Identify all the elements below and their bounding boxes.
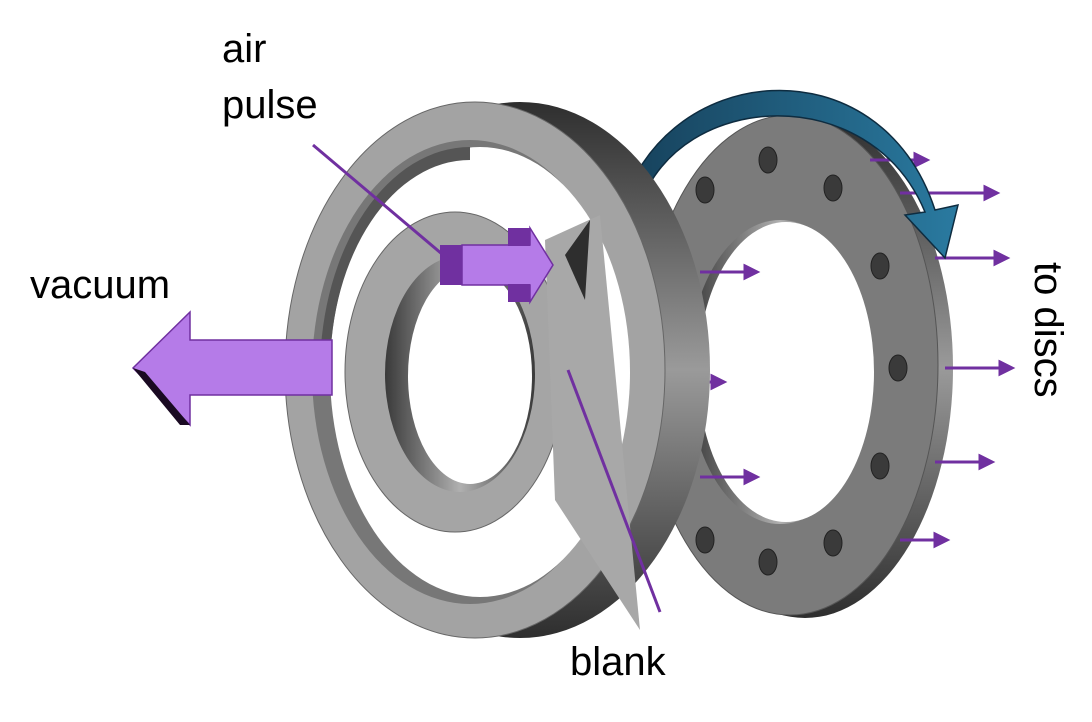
blank-leader-line bbox=[566, 369, 662, 613]
label-air: air bbox=[222, 27, 266, 71]
disc-holes bbox=[695, 146, 908, 576]
label-to-discs: to discs bbox=[1026, 262, 1070, 398]
destination-disc bbox=[641, 114, 953, 618]
transfer-ring bbox=[284, 101, 710, 639]
label-vacuum: vacuum bbox=[30, 263, 170, 307]
vacuum-arrow bbox=[131, 310, 333, 427]
rotation-arrow bbox=[618, 89, 960, 260]
label-pulse: pulse bbox=[222, 83, 318, 127]
air-pulse-leader-line bbox=[312, 143, 456, 267]
air-pulse-arrow bbox=[440, 225, 554, 305]
label-blank: blank bbox=[570, 640, 667, 684]
